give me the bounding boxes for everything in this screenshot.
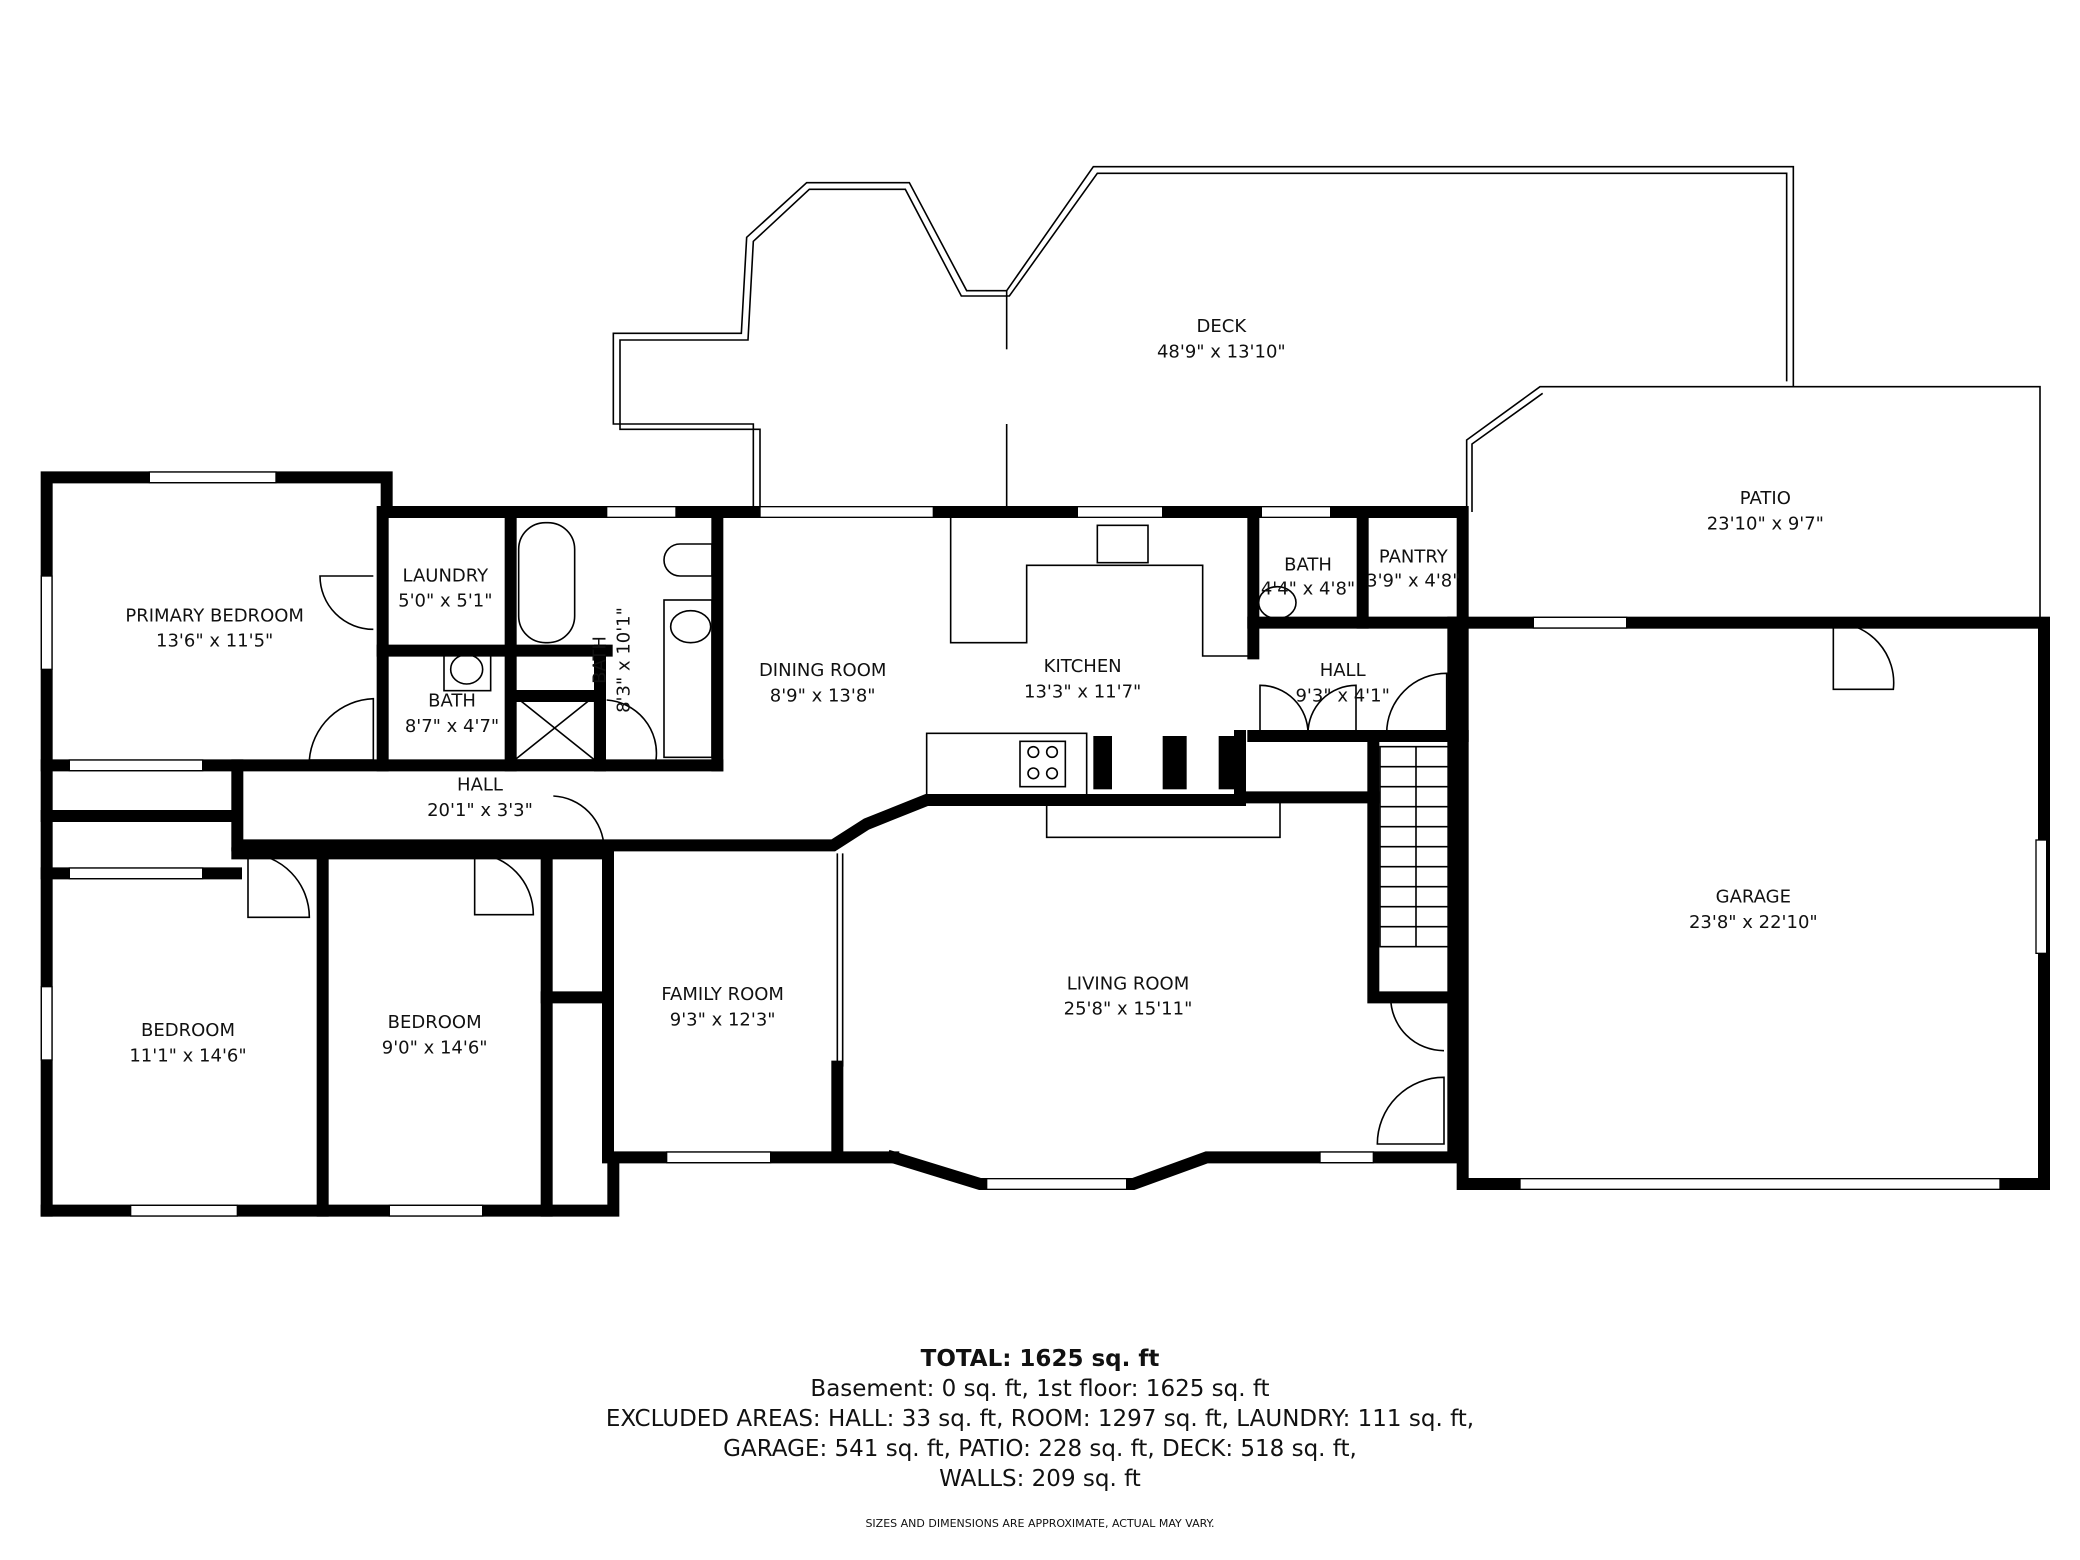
- room-dims-bath-3: 4'4" x 4'8": [1261, 579, 1355, 600]
- room-name-dining-room: DINING ROOM: [759, 660, 886, 681]
- room-dims-family-room: 9'3" x 12'3": [670, 1009, 776, 1030]
- deck-outline: [612, 165, 1795, 512]
- room-dims-hall-2: 9'3" x 4'1": [1295, 685, 1389, 706]
- room-dims-bedroom-2: 9'0" x 14'6": [382, 1037, 488, 1058]
- room-labels: DECK 48'9" x 13'10" PATIO 23'10" x 9'7" …: [125, 316, 1824, 1066]
- room-dims-bath-2: 8'3" x 10'1": [613, 607, 634, 713]
- room-dims-patio: 23'10" x 9'7": [1707, 513, 1824, 534]
- disclaimer: SIZES AND DIMENSIONS ARE APPROXIMATE, AC…: [865, 1517, 1215, 1530]
- room-name-bedroom: BEDROOM: [141, 1020, 235, 1041]
- room-dims-living-room: 25'8" x 15'11": [1064, 999, 1193, 1020]
- room-dims-laundry: 5'0" x 5'1": [398, 591, 492, 612]
- fixtures: [443, 517, 1455, 1067]
- room-name-pantry: PANTRY: [1379, 547, 1449, 568]
- room-dims-pantry: 3'9" x 4'8": [1366, 571, 1460, 592]
- room-name-bedroom-2: BEDROOM: [388, 1012, 482, 1033]
- walls: [40, 471, 2050, 1217]
- floor-areas: Basement: 0 sq. ft, 1st floor: 1625 sq. …: [810, 1376, 1270, 1402]
- room-name-deck: DECK: [1197, 316, 1248, 337]
- room-name-kitchen: KITCHEN: [1044, 656, 1122, 677]
- windows: [40, 471, 2048, 1217]
- total-area: TOTAL: 1625 sq. ft: [920, 1346, 1160, 1372]
- excluded-areas-line-1: EXCLUDED AREAS: HALL: 33 sq. ft, ROOM: 1…: [605, 1406, 1475, 1432]
- room-dims-dining-room: 8'9" x 13'8": [770, 685, 876, 706]
- room-name-bath: BATH: [428, 691, 476, 712]
- doors: [247, 575, 1895, 1187]
- excluded-areas-line-2: GARAGE: 541 sq. ft, PATIO: 228 sq. ft, D…: [723, 1436, 1357, 1462]
- room-name-primary-bedroom: PRIMARY BEDROOM: [125, 605, 304, 626]
- walls-area: WALLS: 209 sq. ft: [939, 1466, 1141, 1492]
- stairs: [1379, 745, 1455, 948]
- room-dims-hall: 20'1" x 3'3": [427, 800, 533, 821]
- room-dims-primary-bedroom: 13'6" x 11'5": [156, 631, 273, 652]
- room-dims-garage: 23'8" x 22'10": [1689, 912, 1818, 933]
- patio-outline: [1465, 385, 2041, 623]
- room-dims-bath: 8'7" x 4'7": [405, 716, 499, 737]
- room-name-bath-2: BATH: [589, 636, 610, 684]
- room-name-hall-2: HALL: [1320, 660, 1366, 681]
- room-name-hall: HALL: [457, 775, 503, 796]
- room-name-garage: GARAGE: [1716, 887, 1791, 908]
- room-name-bath-3: BATH: [1284, 555, 1332, 576]
- room-dims-deck: 48'9" x 13'10": [1157, 341, 1286, 362]
- room-name-living-room: LIVING ROOM: [1067, 973, 1189, 994]
- room-name-family-room: FAMILY ROOM: [661, 984, 784, 1005]
- deck-outline-inner: [619, 172, 1788, 512]
- room-dims-bedroom: 11'1" x 14'6": [129, 1045, 246, 1066]
- room-dims-kitchen: 13'3" x 11'7": [1024, 681, 1141, 702]
- room-name-laundry: LAUNDRY: [403, 565, 490, 586]
- room-name-patio: PATIO: [1740, 488, 1791, 509]
